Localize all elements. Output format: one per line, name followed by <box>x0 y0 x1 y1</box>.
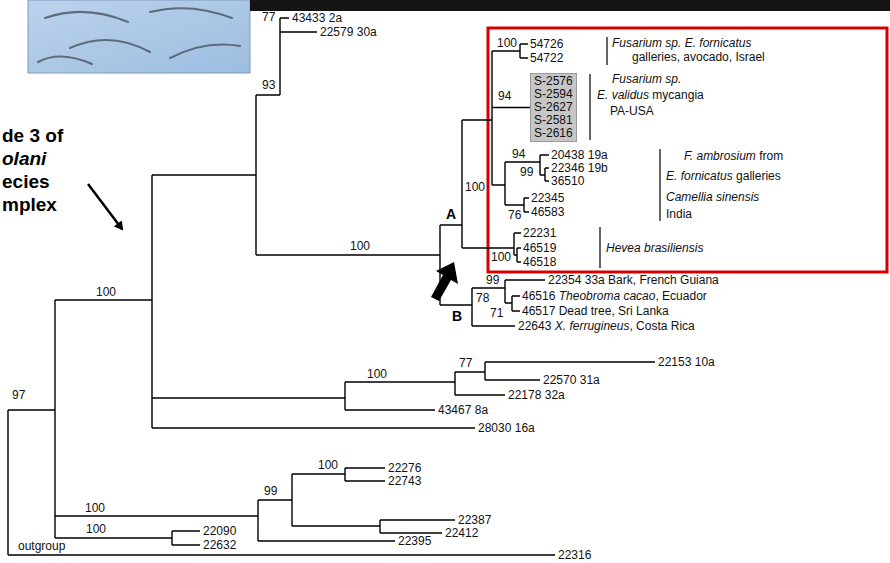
host-note: PA-USA <box>610 105 654 117</box>
taxon-label: 22632 <box>203 539 236 551</box>
support-value: 71 <box>490 307 503 319</box>
host-note: Camellia sinensis <box>666 191 759 203</box>
host-note: India <box>666 208 692 220</box>
support-value: 99 <box>486 274 499 286</box>
taxon-label: 54726 <box>530 38 563 50</box>
taxon-label: 43467 8a <box>438 404 488 416</box>
isolate-box: S-2576S-2594S-2627S-2581S-2616 <box>530 73 577 142</box>
support-value: 100 <box>350 240 370 252</box>
support-value: 100 <box>85 502 105 514</box>
taxon-label: 54722 <box>530 52 563 64</box>
support-value: 100 <box>497 37 517 49</box>
clade-letter: B <box>452 309 462 323</box>
support-value: 76 <box>508 209 521 221</box>
taxon-label: 22345 <box>531 192 564 204</box>
italic-part: E. fornicatus <box>666 169 733 183</box>
taxon-label: 46519 <box>523 242 556 254</box>
taxon-label: 22231 <box>523 227 556 239</box>
taxon-label: 20438 19a <box>551 149 608 161</box>
italic-part: X. ferrugineus <box>555 319 630 333</box>
support-value: 93 <box>262 79 275 91</box>
taxon-label: 46583 <box>531 206 564 218</box>
isolate-label: S-2627 <box>534 101 573 114</box>
taxon-label: 22412 <box>445 527 478 539</box>
italic-part: E. validus <box>597 88 649 102</box>
support-value: 78 <box>476 292 489 304</box>
taxon-label: 22387 <box>458 514 491 526</box>
isolate-label: S-2576 <box>534 75 573 88</box>
support-value: 94 <box>512 148 525 160</box>
callout-text: olani <box>2 149 46 169</box>
isolate-label: S-2616 <box>534 127 573 140</box>
support-value: 99 <box>520 166 533 178</box>
support-value: 77 <box>459 357 472 369</box>
taxon-label: 43433 2a <box>292 12 342 24</box>
support-value: 100 <box>318 459 338 471</box>
support-value: 99 <box>264 485 277 497</box>
taxon-label: 22643 X. ferrugineus, Costa Rica <box>518 320 695 332</box>
support-value: 100 <box>86 523 106 535</box>
host-note: Fusarium sp. E. fornicatus <box>612 37 751 49</box>
tree-branch <box>492 107 530 108</box>
taxon-label: 22579 30a <box>320 26 377 38</box>
support-value: 100 <box>96 286 116 298</box>
pointer-arrow <box>431 262 458 301</box>
support-value: 100 <box>491 251 511 263</box>
taxon-label: 22354 33a Bark, French Guiana <box>548 274 719 286</box>
taxon-label: 22570 31a <box>543 374 600 386</box>
clade-letter: A <box>446 207 456 221</box>
taxon-label: 22316 <box>558 549 591 561</box>
taxon-label: 36510 <box>551 175 584 187</box>
spore-shapes <box>38 8 240 64</box>
taxon-label: 46518 <box>523 256 556 268</box>
host-note: outgroup <box>18 540 65 552</box>
italic-part: F. ambrosium <box>684 149 756 163</box>
taxon-label: 22090 <box>203 525 236 537</box>
isolate-label: S-2594 <box>534 88 573 101</box>
support-value: 94 <box>498 90 511 102</box>
micrograph-inset <box>28 0 250 73</box>
taxon-label: 46516 Theobroma cacao, Ecuador <box>522 290 707 302</box>
highlight-frame <box>488 28 887 272</box>
header-bar <box>250 0 890 11</box>
taxon-label: 22743 <box>388 475 421 487</box>
host-note: galleries, avocado, Israel <box>632 51 765 63</box>
callout-text: ecies <box>2 172 50 192</box>
taxon-label: 28030 16a <box>478 422 535 434</box>
support-value: 77 <box>262 11 275 23</box>
taxon-label: 22178 32a <box>508 389 565 401</box>
taxon-label: 22346 19b <box>551 162 608 174</box>
support-value: 97 <box>12 389 25 401</box>
host-note: Hevea brasiliensis <box>606 242 703 254</box>
host-note: E. validus mycangia <box>597 89 704 101</box>
taxon-label: 46517 Dead tree, Sri Lanka <box>522 305 669 317</box>
host-note: F. ambrosium from <box>684 150 783 162</box>
support-value: 100 <box>367 368 387 380</box>
tree-branches <box>8 18 655 555</box>
italic-part: Theobroma cacao <box>559 289 656 303</box>
callout-text: de 3 of <box>2 126 63 146</box>
isolate-label: S-2581 <box>534 114 573 127</box>
host-note: Fusarium sp. <box>612 73 681 85</box>
taxon-label: 22276 <box>388 462 421 474</box>
host-note: E. fornicatus galleries <box>666 170 781 182</box>
taxon-label: 22395 <box>398 535 431 547</box>
callout-arrow <box>88 184 122 229</box>
callout-text: mplex <box>2 195 57 215</box>
support-value: 100 <box>465 181 485 193</box>
taxon-label: 22153 10a <box>658 356 715 368</box>
branch-layer <box>492 107 530 108</box>
